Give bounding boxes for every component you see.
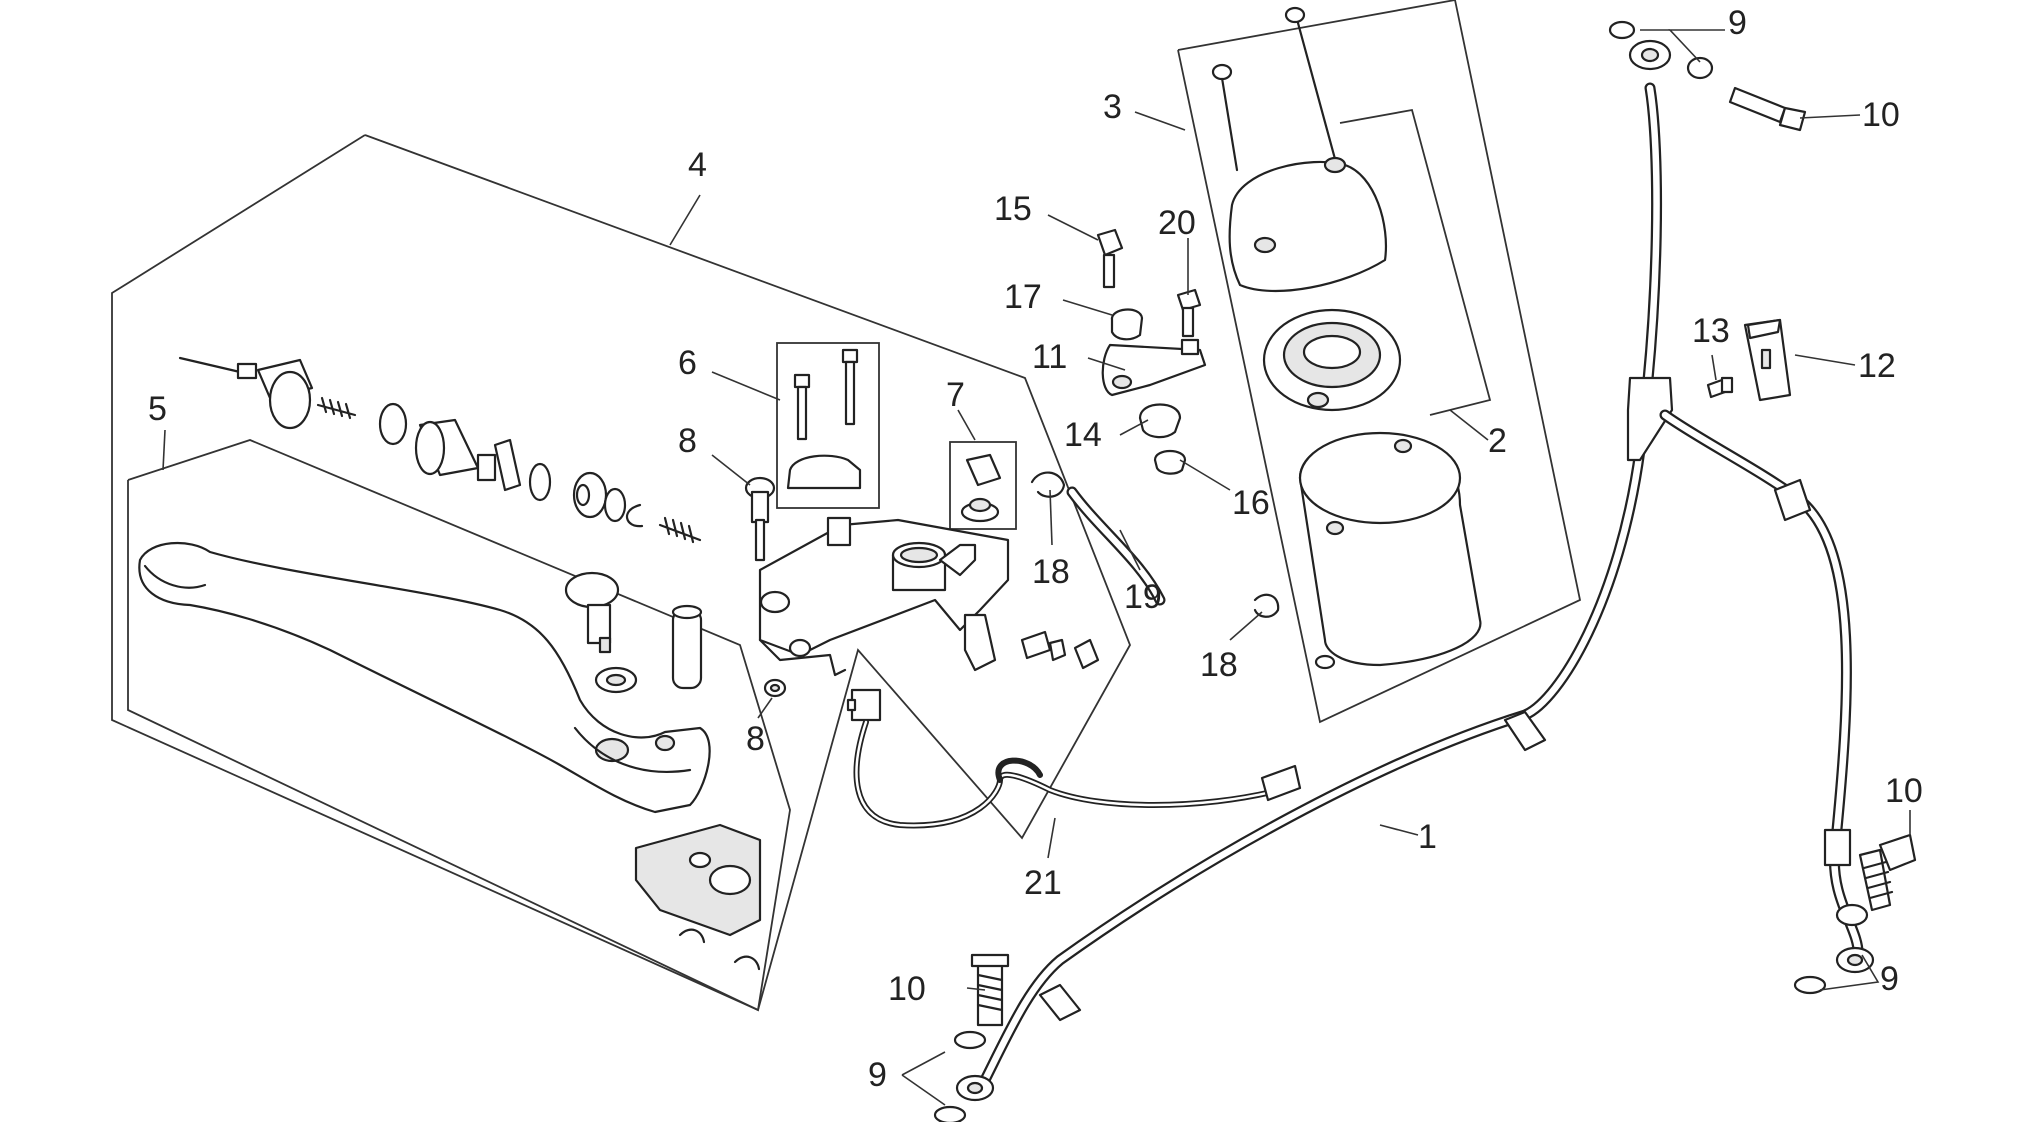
brake-lever xyxy=(138,541,711,814)
callout-labels: 1 2 3 4 5 6 7 8 8 9 9 9 10 10 10 11 12 1… xyxy=(148,4,1923,1094)
group-box-6 xyxy=(776,342,880,509)
reservoir-diaphragm xyxy=(1262,308,1402,412)
callout-19: 19 xyxy=(1124,578,1162,616)
banjo-bolt-bottom-right xyxy=(1793,833,1917,995)
callout-21: 21 xyxy=(1024,864,1062,902)
piston-parts xyxy=(178,356,702,544)
callout-7: 7 xyxy=(946,376,965,414)
banjo-bolt-bottom-left xyxy=(933,953,1010,1122)
callout-10-top: 10 xyxy=(1862,96,1900,134)
callout-16: 16 xyxy=(1232,484,1270,522)
group-box-4 xyxy=(111,134,1131,1012)
banjo-bolt-top xyxy=(1608,20,1807,132)
callout-18-left: 18 xyxy=(1032,553,1070,591)
screw-13 xyxy=(1706,376,1734,399)
master-cylinder-body xyxy=(758,516,1010,677)
callout-2: 2 xyxy=(1488,422,1507,460)
bolts-6 xyxy=(786,348,862,490)
callout-5: 5 xyxy=(148,390,167,428)
reservoir-cap xyxy=(1211,6,1387,293)
callout-13: 13 xyxy=(1692,312,1730,350)
hose-clamp-12 xyxy=(1743,318,1792,402)
reservoir-bracket xyxy=(1096,228,1207,397)
switch-7 xyxy=(960,453,1002,523)
pin-8 xyxy=(744,476,787,698)
callout-12: 12 xyxy=(1858,347,1896,385)
reservoir-body xyxy=(1298,431,1482,670)
callout-9-bottom-right: 9 xyxy=(1880,960,1899,998)
reservoir-hose xyxy=(1030,471,1280,618)
switch-cable xyxy=(846,688,1302,829)
grommets xyxy=(1138,403,1187,475)
brake-hose-secondary xyxy=(1659,409,1875,974)
callout-4: 4 xyxy=(688,146,707,184)
callout-14: 14 xyxy=(1064,416,1102,454)
callout-8-upper: 8 xyxy=(678,422,697,460)
callout-1: 1 xyxy=(1418,818,1437,856)
callout-9-bottom-left: 9 xyxy=(868,1056,887,1094)
lever-bracket xyxy=(634,823,762,971)
callout-9-top: 9 xyxy=(1728,4,1747,42)
callout-8-lower: 8 xyxy=(746,720,765,758)
group-box-3 xyxy=(1177,0,1582,724)
callout-3: 3 xyxy=(1103,88,1122,126)
callout-18-right: 18 xyxy=(1200,646,1238,684)
leader-lines xyxy=(162,29,1911,1106)
callout-11: 11 xyxy=(1032,338,1067,376)
group-box-5 xyxy=(127,439,791,1012)
group-box-7 xyxy=(949,441,1017,530)
brake-hose-1 xyxy=(955,39,1674,1102)
callout-10-right: 10 xyxy=(1885,772,1923,810)
callout-20: 20 xyxy=(1158,204,1196,242)
callout-17: 17 xyxy=(1004,278,1042,316)
lever-pivot-parts xyxy=(564,571,703,694)
group-box-2 xyxy=(1339,108,1492,416)
callout-15: 15 xyxy=(994,190,1032,228)
callout-6: 6 xyxy=(678,344,697,382)
callout-10-bottom-left: 10 xyxy=(888,970,926,1008)
bleed-parts xyxy=(1020,630,1100,670)
